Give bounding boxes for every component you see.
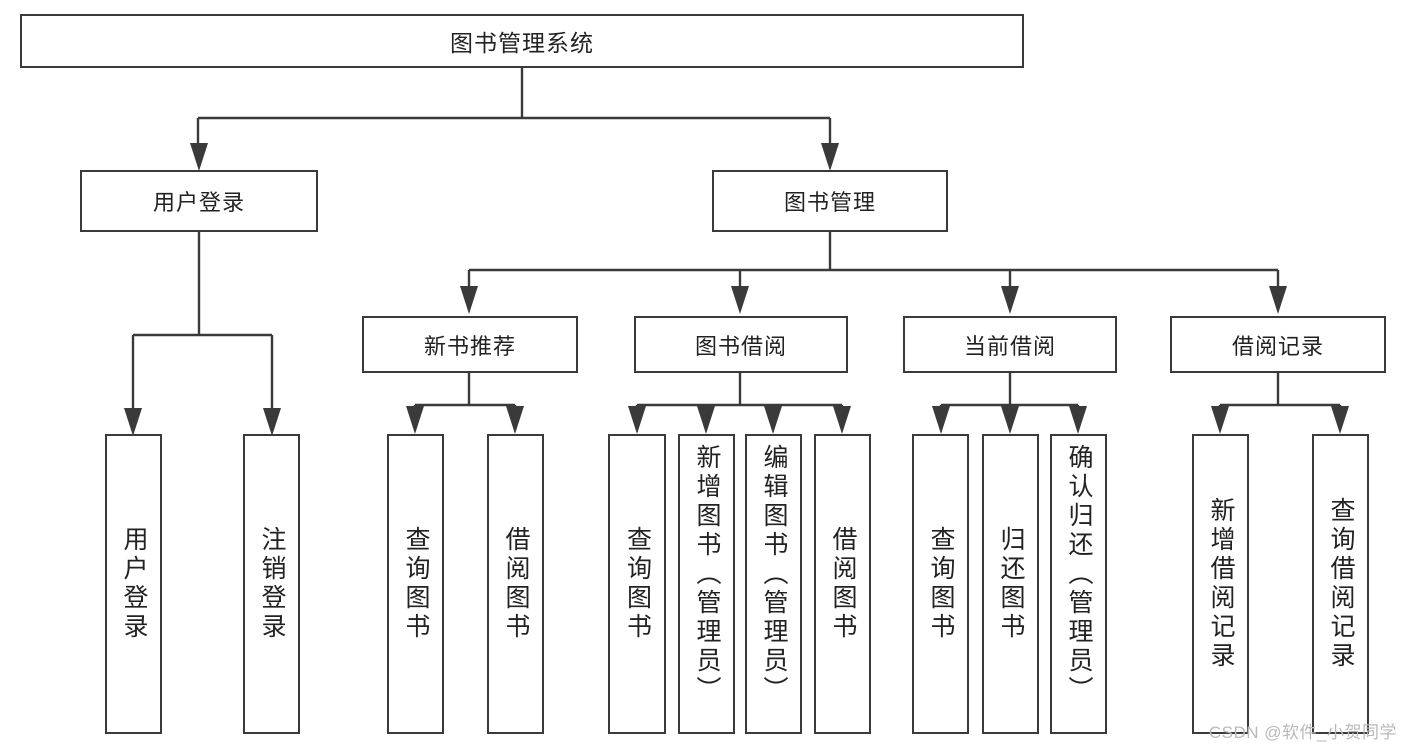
node-book-management[interactable]: 图书管理 (712, 170, 948, 232)
leaf-add-book-admin[interactable]: 新增图书（管理员） (678, 434, 735, 734)
node-label: 当前借阅 (963, 333, 1056, 359)
node-label: 确认归还（管理员） (1065, 444, 1093, 705)
node-label: 用户登录 (120, 526, 148, 642)
leaf-user-login[interactable]: 用户登录 (105, 434, 162, 734)
node-current-borrow[interactable]: 当前借阅 (903, 316, 1117, 373)
node-label: 图书管理 (783, 190, 876, 215)
node-label: 注销登录 (258, 526, 286, 642)
leaf-query-borrow-record[interactable]: 查询借阅记录 (1312, 434, 1369, 734)
csdn-watermark: CSDN @软件_小贺同学 (1208, 723, 1397, 742)
node-label: 图书借阅 (694, 333, 787, 359)
node-label: 新增借阅记录 (1207, 497, 1235, 671)
node-label: 借阅图书 (829, 526, 857, 642)
leaf-add-borrow-record[interactable]: 新增借阅记录 (1192, 434, 1249, 734)
leaf-logout-login[interactable]: 注销登录 (243, 434, 300, 734)
node-label: 借阅记录 (1231, 333, 1324, 359)
node-new-book-recommend[interactable]: 新书推荐 (362, 316, 578, 373)
node-label: 查询图书 (623, 526, 652, 642)
node-label: 用户登录 (152, 190, 245, 215)
leaf-query-book-3[interactable]: 查询图书 (912, 434, 969, 734)
node-root-system[interactable]: 图书管理系统 (20, 14, 1024, 68)
leaf-query-book-2[interactable]: 查询图书 (608, 434, 666, 734)
node-label: 查询图书 (927, 526, 955, 642)
node-borrow-record[interactable]: 借阅记录 (1170, 316, 1386, 373)
node-label: 查询借阅记录 (1327, 497, 1355, 671)
node-label: 编辑图书（管理员） (760, 444, 788, 705)
node-label: 归还图书 (997, 526, 1025, 642)
leaf-confirm-return-admin[interactable]: 确认归还（管理员） (1050, 434, 1107, 734)
leaf-return-book[interactable]: 归还图书 (982, 434, 1039, 734)
node-user-login[interactable]: 用户登录 (80, 170, 318, 232)
leaf-borrow-book-2[interactable]: 借阅图书 (814, 434, 871, 734)
node-label: 查询图书 (402, 526, 430, 642)
node-label: 借阅图书 (502, 526, 530, 642)
node-label: 新书推荐 (423, 333, 516, 359)
leaf-query-book-1[interactable]: 查询图书 (387, 434, 444, 734)
node-label: 新增图书（管理员） (693, 444, 721, 705)
leaf-borrow-book-1[interactable]: 借阅图书 (487, 434, 544, 734)
leaf-edit-book-admin[interactable]: 编辑图书（管理员） (745, 434, 802, 734)
node-book-borrow[interactable]: 图书借阅 (634, 316, 848, 373)
node-label: 图书管理系统 (450, 30, 594, 56)
